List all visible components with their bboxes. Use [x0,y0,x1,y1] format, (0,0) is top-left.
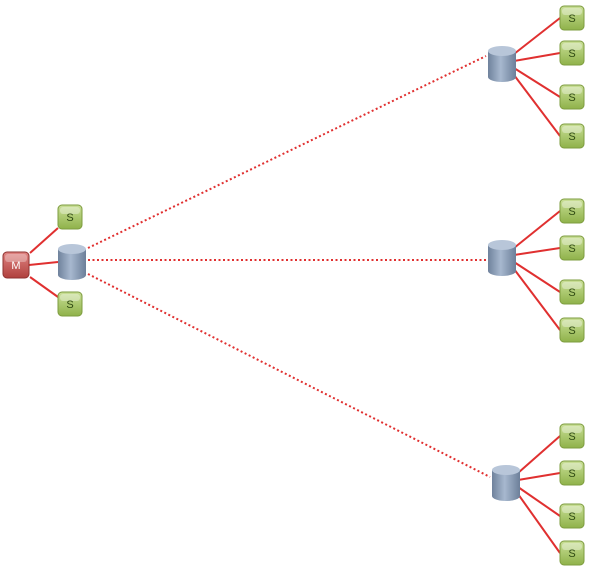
slave-label: S [568,92,575,104]
remote-hub-top [488,46,516,82]
hub-slave-link [513,74,561,137]
master-slave-link [29,227,59,254]
remote-hub-middle [488,240,516,276]
slave-label: S [66,299,73,311]
hub-slave-link [517,493,561,554]
master-node: M [2,251,30,279]
slave-label: S [66,212,73,224]
master-label: M [11,260,20,272]
slave-label: S [568,468,575,480]
remote-link-bottom [87,273,491,478]
nodes: M S S S S S S S S S S S S S S [2,5,585,566]
remote-hub-bottom [492,465,520,501]
slave-label: S [568,13,575,25]
slave-node: S [559,279,585,305]
master-slave-link [29,276,59,298]
hub-slave-link [513,67,561,98]
hub-slave-link [513,52,561,62]
hub-slave-link [517,472,561,481]
local-links [28,17,561,554]
slave-label: S [568,287,575,299]
hub-slave-link [513,261,561,293]
slave-node: S [559,198,585,224]
slave-label: S [568,243,575,255]
hub-slave-link [517,435,561,474]
slave-label: S [568,48,575,60]
slave-node: S [559,235,585,261]
central-hub [58,244,86,280]
hub-slave-link [513,210,561,249]
hub-slave-link [513,247,561,256]
hub-slave-link [513,268,561,331]
slave-label: S [568,131,575,143]
slave-label: S [568,206,575,218]
slave-label: S [568,431,575,443]
master-hub-link [28,261,59,266]
remote-link-top [87,55,487,249]
slave-node: S [559,5,585,31]
slave-node: S [559,423,585,449]
slave-node: S [559,40,585,66]
remote-links [87,55,491,478]
hub-slave-link [517,486,561,517]
slave-node: S [559,460,585,486]
slave-label: S [568,325,575,337]
slave-node: S [559,84,585,110]
slave-node: S [559,123,585,149]
slave-label: S [568,511,575,523]
slave-node: S [559,503,585,529]
slave-label: S [568,548,575,560]
slave-node: S [559,317,585,343]
hub-slave-link [513,17,561,55]
slave-node: S [559,540,585,566]
slave-node: S [57,291,83,317]
slave-node: S [57,204,83,230]
